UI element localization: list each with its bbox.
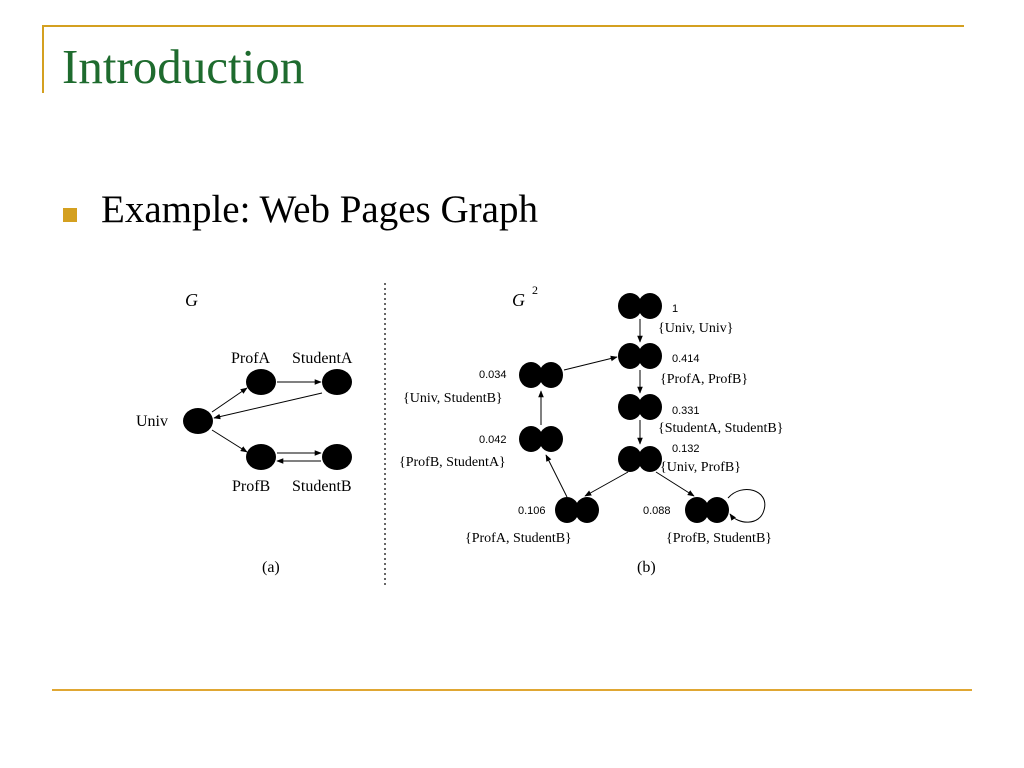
node-profB (246, 444, 276, 470)
edge-univ-profA (211, 387, 248, 413)
node-n7-score: 0.106 (518, 505, 546, 517)
edge-n4-n8 (655, 471, 695, 497)
node-n3-score: 0.331 (672, 405, 700, 417)
node-n7 (555, 497, 599, 523)
node-studentA (322, 369, 352, 395)
node-n3 (618, 394, 662, 420)
node-n2-pair: {ProfA, ProfB} (660, 372, 748, 387)
graph-b-superscript: 2 (532, 283, 538, 297)
node-n4-pair: {Univ, ProfB} (660, 460, 741, 475)
node-n1 (618, 293, 662, 319)
node-studentA-label: StudentA (292, 350, 353, 367)
node-n6-score: 0.042 (479, 434, 507, 446)
bullet-square-icon (63, 208, 77, 222)
node-n4-score: 0.132 (672, 443, 700, 455)
node-studentB-label: StudentB (292, 478, 352, 495)
node-n8-pair: {ProfB, StudentB} (666, 531, 772, 546)
caption-b: (b) (637, 559, 656, 576)
node-studentB (322, 444, 352, 470)
edge-n5-n2 (563, 355, 618, 371)
node-n1-pair: {Univ, Univ} (658, 321, 734, 336)
top-rule (42, 25, 964, 27)
bottom-rule (52, 689, 972, 691)
caption-a: (a) (262, 559, 280, 576)
slide-title: Introduction (62, 39, 305, 94)
node-n4 (618, 446, 662, 472)
edge-n8-self-loop (727, 489, 766, 523)
title-accent-bar (42, 25, 44, 93)
bullet-text: Example: Web Pages Graph (101, 188, 538, 231)
node-n3-pair: {StudentA, StudentB} (658, 421, 783, 436)
node-n2-score: 0.414 (672, 353, 700, 365)
node-n5-score: 0.034 (479, 369, 507, 381)
node-profA (246, 369, 276, 395)
figure-b: G 2 1 0.414 0.331 0.132 0.034 0.042 0.10… (399, 283, 783, 576)
graph-a-label: G (185, 290, 198, 310)
node-n7-pair: {ProfA, StudentB} (465, 531, 572, 546)
figure-a: G Univ ProfA StudentA ProfB StudentB (a) (136, 290, 353, 576)
edge-studentA-univ (213, 392, 323, 420)
graph-b-label: G (512, 290, 525, 310)
edge-univ-profB (211, 429, 248, 453)
node-n6 (519, 426, 563, 452)
node-n8-score: 0.088 (643, 505, 671, 517)
node-univ-label: Univ (136, 413, 168, 430)
node-n5 (519, 362, 563, 388)
node-n1-score: 1 (672, 303, 678, 315)
node-univ (183, 408, 213, 434)
node-profA-label: ProfA (231, 350, 271, 367)
node-n2 (618, 343, 662, 369)
edge-n7-n6 (545, 454, 568, 498)
node-n5-pair: {Univ, StudentB} (403, 391, 503, 406)
node-n6-pair: {ProfB, StudentA} (399, 455, 506, 470)
edge-n4-n7 (584, 471, 629, 497)
node-n8 (685, 497, 729, 523)
node-profB-label: ProfB (232, 478, 270, 495)
